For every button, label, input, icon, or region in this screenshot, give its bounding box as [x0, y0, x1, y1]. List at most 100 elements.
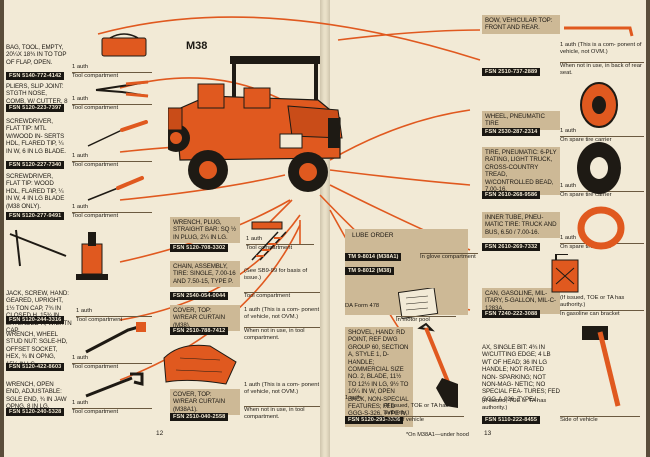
item-note: (If issued, TOE or TA has authority.) [384, 403, 449, 416]
item-fsn: FSN 5120-227-7340 [6, 161, 65, 169]
item-fsn: FSN 2510-040-2558 [170, 413, 229, 421]
item-desc: SCREWDRIVER, FLAT TIP: wood hdl, flared … [6, 173, 65, 210]
item-fsn: FSN 5120-422-8603 [6, 363, 65, 371]
item-plug-wrench: WRENCH, PLUG, STRAIGHT BAR: sq ½ in plug… [170, 217, 240, 244]
item-qty: 1 auth [345, 395, 362, 401]
item-fsn: FSN 7240-222-3088 [482, 310, 541, 318]
lube-order-title: LUBE ORDER [352, 232, 394, 239]
lube-tm-2: TM 9-8012 (M38) [345, 267, 395, 275]
top-bow-icon [564, 26, 634, 37]
item-single-bit-ax: AX, SINGLE BIT: 4¾ in w/cutting edge; 4 … [482, 344, 560, 403]
item-desc: BOW, VEHICULAR TOP: front and rear. [485, 17, 553, 32]
item-location: When not in use, in tool compartment. [244, 406, 320, 421]
item-location: Tool compartment [246, 244, 314, 252]
item-desc: WRENCH, PLUG, STRAIGHT BAR: sq ½ in plug… [173, 219, 237, 241]
tire-chain-icon [251, 231, 287, 261]
book-gutter [320, 0, 330, 457]
adjustable-wrench-icon [85, 372, 144, 398]
lube-location-1: In glove compartment [420, 253, 478, 261]
footnote: *On M38A1—under hood [406, 432, 469, 438]
item-screwdriver-6in: SCREWDRIVER, FLAT TIP: mtl w/wood in- se… [6, 118, 68, 155]
item-inner-tube: INNER TUBE, PNEU- MATIC TIRE: truck and … [482, 212, 560, 239]
item-fsn: FSN 2610-269-7332 [482, 243, 541, 251]
inner-tube-icon [577, 206, 625, 250]
item-wheel: WHEEL, PNEUMATIC TIRE [482, 111, 560, 130]
item-qty: 1 auth (This is a com- ponent of vehicle… [244, 382, 320, 395]
item-desc: CHAIN, ASSEMBLY, TIRE: single, 7.00-16 a… [173, 263, 236, 285]
wheel-icon [580, 82, 618, 128]
item-qty: 1 auth (This is a com- ponent of vehicle… [244, 307, 320, 320]
item-location: Side of vehicle [560, 416, 640, 424]
item-desc: CAN, GASOLINE, MIL- ITARY, 5-GALLON, MIL… [485, 290, 556, 312]
item-fsn: FSN 2530-287-2314 [482, 128, 541, 136]
da-form-icon [398, 288, 439, 319]
item-shovel: SHOVEL, HAND: rd point, Ref Dwg Group 60… [345, 327, 413, 428]
tool-bag-icon [101, 33, 147, 57]
da-form-label: DA Form 478 [345, 303, 380, 309]
item-location: When not in use, in back of rear seat. [560, 62, 644, 77]
plug-wrench-icon [251, 221, 283, 230]
item-location: Tool compartment [72, 408, 152, 416]
item-qty: (If issued, TOE or TA has authority.) [560, 295, 625, 308]
item-fsn: FSN 5120-277-9491 [6, 212, 65, 220]
item-qty: 1 auth [560, 183, 577, 189]
item-desc: SCREWDRIVER, FLAT TIP: mtl w/wood in- se… [6, 118, 66, 155]
item-tire-chain: CHAIN, ASSEMBLY, TIRE: single, 7.00-16 a… [170, 261, 240, 288]
vehicle-title: M38 [186, 40, 208, 52]
pliers-icon [95, 80, 149, 98]
item-fsn: FSN 5110-222-8455 [482, 416, 541, 424]
item-location: In gasoline can bracket [560, 310, 644, 318]
item-location: When not in use, in tool compartment. [244, 327, 320, 342]
ax-icon [582, 326, 621, 407]
item-qty: 1 auth [72, 400, 89, 406]
item-location: On spare tire carrier [560, 136, 644, 144]
item-location: Tool compartment [72, 212, 152, 220]
item-pneumatic-tire: TIRE, PNEUMATIC: 6-ply rating, light tru… [482, 147, 560, 196]
wheel-wrench-icon [85, 322, 146, 354]
item-qty: 1 auth (This is a com- ponent of vehicle… [560, 42, 642, 55]
item-vehicular-top-bow: BOW, VEHICULAR TOP: front and rear. [482, 15, 560, 34]
item-qty: 1 auth [246, 236, 263, 242]
right-edge [646, 0, 650, 457]
item-qty: 1 auth [72, 64, 89, 70]
item-desc: TIRE, PNEUMATIC: 6-ply rating, light tru… [485, 149, 557, 194]
item-fsn: FSN 2540-054-0044 [170, 292, 229, 300]
item-fsn: FSN 5120-240-5328 [6, 408, 65, 416]
item-gasoline-can: CAN, GASOLINE, MIL- ITARY, 5-GALLON, MIL… [482, 288, 560, 315]
item-fsn: FSN 2510-788-7412 [170, 327, 229, 335]
item-qty: 1 auth [72, 153, 89, 159]
item-qty: (See SB9-99 for basis of issue.) [244, 268, 308, 281]
page-number-right: 13 [484, 430, 492, 437]
item-desc: WRENCH, OPEN END, ADJUSTABLE: sgle end, … [6, 381, 67, 411]
canvas-cover-icon [163, 344, 237, 385]
item-desc: INNER TUBE, PNEU- MATIC TIRE: truck and … [485, 214, 557, 236]
left-edge [0, 0, 4, 457]
item-cover-top-m38a1: COVER, TOP: w/rear curtain (M38A1). [170, 389, 240, 416]
item-location: Tool compartment [72, 104, 152, 112]
item-fsn: FSN 2510-737-2889 [482, 68, 541, 76]
tire-icon [577, 142, 621, 194]
item-location: *Side of vehicle [384, 416, 464, 424]
item-qty: 1 auth [76, 308, 93, 314]
item-desc: JACK, SCREW, HAND: geared, upright, 1½ t… [6, 290, 72, 335]
item-fsn: FSN 2610-268-9586 [482, 191, 541, 199]
item-desc: AX, SINGLE BIT: 4¾ in w/cutting edge; 4 … [482, 344, 560, 403]
item-qty: 1 auth [72, 96, 89, 102]
item-fsn: FSN 5120-223-7397 [6, 104, 65, 112]
item-location: Tool compartment [72, 363, 152, 371]
lube-tm-1: TM 9-8014 (M38A1) [345, 253, 402, 261]
item-desc: WHEEL, PNEUMATIC TIRE [485, 113, 545, 128]
item-desc: BAG, tool, empty, 20¼x 18¾ in to top of … [6, 44, 67, 66]
item-qty: (If issued, TOE or TA has authority.) [482, 398, 547, 411]
item-tool-bag: BAG, tool, empty, 20¼x 18¾ in to top of … [6, 44, 68, 66]
item-desc: COVER, TOP: w/rear curtain (M38). [173, 307, 225, 329]
gas-can-icon [551, 254, 579, 293]
item-desc: COVER, TOP: w/rear curtain (M38A1). [173, 391, 225, 413]
item-location: Tool compartment [76, 316, 152, 324]
item-fsn: FSN 5140-772-4142 [6, 72, 65, 80]
item-location: Tool compartment [72, 72, 152, 80]
item-fsn: FSN 5120-708-3302 [170, 244, 229, 252]
item-qty: 1 auth [560, 235, 577, 241]
screwdriver-small-icon [87, 176, 144, 201]
